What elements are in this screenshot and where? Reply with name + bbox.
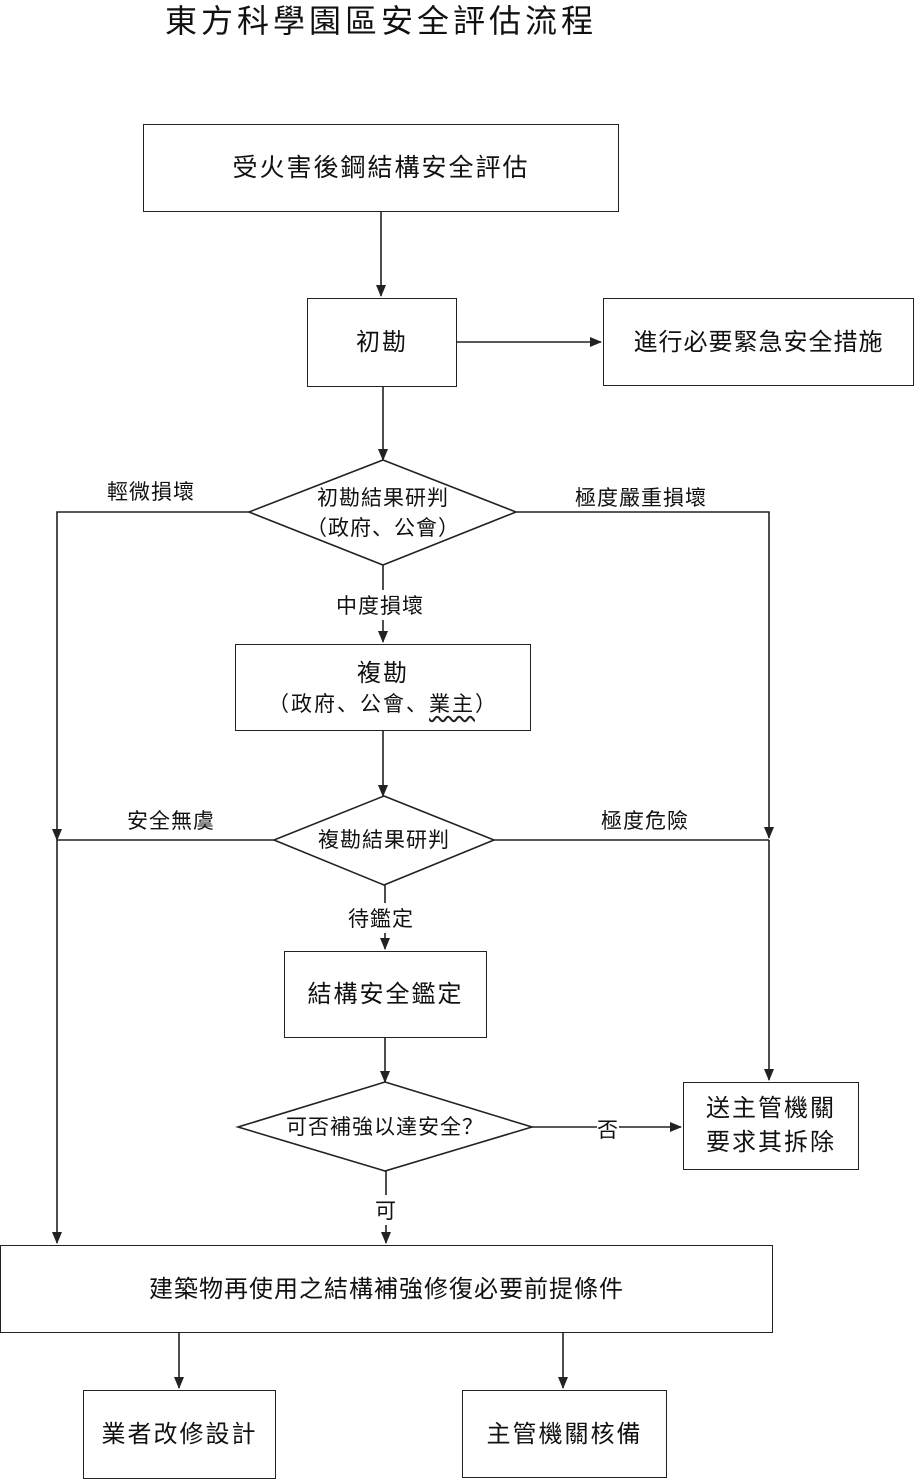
decision1-text: 初勘結果研判 （政府、公會） bbox=[283, 483, 483, 544]
reuse-label: 建築物再使用之結構補強修復必要前提條件 bbox=[149, 1274, 624, 1303]
appraisal-label: 結構安全鑑定 bbox=[307, 980, 464, 1009]
initial-survey-label: 初勘 bbox=[356, 328, 408, 357]
authority-approval-box: 主管機關核備 bbox=[462, 1390, 667, 1478]
resurvey-line2: （政府、公會、業主） bbox=[268, 690, 498, 718]
start-box-label: 受火害後鋼結構安全評估 bbox=[232, 153, 530, 183]
owner-design-box: 業者改修設計 bbox=[83, 1390, 276, 1479]
label-no: 否 bbox=[597, 1114, 619, 1144]
reuse-box: 建築物再使用之結構補強修復必要前提條件 bbox=[0, 1245, 773, 1333]
label-severe-damage: 極度嚴重損壞 bbox=[575, 486, 707, 510]
resurvey-line2-suffix: ） bbox=[475, 691, 498, 716]
label-minor-damage: 輕微損壞 bbox=[107, 480, 195, 504]
label-pending-appraisal: 待鑑定 bbox=[348, 903, 414, 933]
decision1-line2: （政府、公會） bbox=[306, 516, 460, 541]
appraisal-box: 結構安全鑑定 bbox=[284, 951, 487, 1038]
emergency-box: 進行必要緊急安全措施 bbox=[603, 298, 914, 386]
label-safe: 安全無虞 bbox=[127, 809, 215, 833]
edge-minor-damage bbox=[52, 511, 249, 841]
edge-severe-damage bbox=[516, 511, 774, 839]
demolish-line1: 送主管機關 bbox=[706, 1094, 836, 1123]
demolish-line2: 要求其拆除 bbox=[706, 1128, 836, 1156]
label-moderate-damage: 中度損壞 bbox=[336, 590, 424, 620]
label-yes: 可 bbox=[375, 1195, 397, 1225]
decision3-text: 可否補強以達安全？ bbox=[286, 1115, 484, 1139]
resurvey-line2-prefix: （政府、公會、 bbox=[268, 691, 429, 716]
decision3-diamond bbox=[235, 1081, 535, 1172]
decision1-diamond bbox=[246, 459, 519, 566]
authority-approval-label: 主管機關核備 bbox=[486, 1419, 643, 1448]
demolish-box: 送主管機關 要求其拆除 bbox=[683, 1082, 859, 1170]
owner-design-label: 業者改修設計 bbox=[101, 1420, 258, 1449]
decision1-line1: 初勘結果研判 bbox=[317, 486, 449, 510]
resurvey-owner: 業主 bbox=[429, 691, 475, 716]
resurvey-line1: 複勘 bbox=[357, 659, 409, 688]
decision2-diamond bbox=[271, 795, 497, 886]
start-box: 受火害後鋼結構安全評估 bbox=[143, 124, 619, 212]
decision2-text: 複勘結果研判 bbox=[318, 828, 450, 852]
page-title: 東方科學園區安全評估流程 bbox=[165, 2, 598, 40]
resurvey-box: 複勘 （政府、公會、業主） bbox=[235, 644, 531, 731]
initial-survey-box: 初勘 bbox=[307, 298, 457, 387]
label-extreme-danger: 極度危險 bbox=[601, 809, 689, 833]
emergency-label: 進行必要緊急安全措施 bbox=[633, 327, 884, 356]
